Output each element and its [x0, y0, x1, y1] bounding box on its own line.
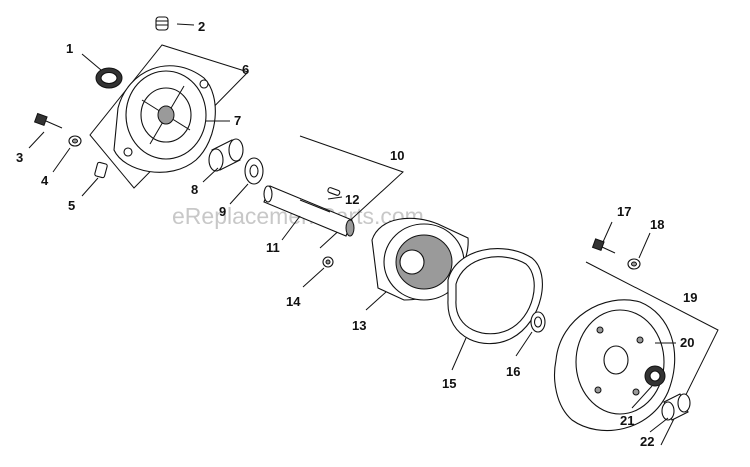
part-fitting: [94, 161, 108, 179]
callout-4: 4: [41, 173, 49, 188]
callout-3: 3: [16, 150, 23, 165]
part-lock-washer: [68, 135, 82, 147]
part-cap-screw: [33, 112, 63, 129]
callout-17: 17: [617, 204, 631, 219]
part-set-screw: [155, 16, 169, 31]
part-shaft: [263, 185, 355, 237]
part-small-nut: [322, 256, 334, 268]
part-key: [327, 187, 341, 196]
callout-16: 16: [506, 364, 520, 379]
callout-15: 15: [442, 376, 456, 391]
part-oil-seal: [95, 67, 123, 89]
part-cover: [554, 299, 676, 432]
part-bushing: [208, 138, 244, 172]
part-mounting-screw: [591, 238, 616, 254]
callout-8: 8: [191, 182, 198, 197]
part-cover-seal: [644, 365, 666, 387]
callout-14: 14: [286, 294, 301, 309]
part-housing: [113, 65, 216, 173]
callout-1: 1: [66, 41, 73, 56]
part-cover-bushing: [661, 393, 691, 421]
callout-7: 7: [234, 113, 241, 128]
part-thrust-washer: [244, 157, 264, 185]
part-gasket: [447, 248, 543, 345]
callout-6: 6: [242, 62, 249, 77]
part-hex-nut: [627, 258, 641, 270]
leader-lines: [28, 23, 676, 433]
callout-12: 12: [345, 192, 359, 207]
callout-18: 18: [650, 217, 664, 232]
callout-20: 20: [680, 335, 694, 350]
callout-11: 11: [266, 240, 280, 255]
part-o-ring: [530, 311, 546, 333]
callout-9: 9: [219, 204, 226, 219]
callout-22: 22: [640, 434, 654, 449]
callout-2: 2: [198, 19, 205, 34]
callout-5: 5: [68, 198, 75, 213]
callout-21: 21: [620, 413, 634, 428]
callout-10: 10: [390, 148, 404, 163]
callout-19: 19: [683, 290, 697, 305]
callouts: 1 2 3 4 5 6 7 8 9 10 11 12 13 14 15 16 1…: [16, 19, 697, 449]
callout-13: 13: [352, 318, 366, 333]
